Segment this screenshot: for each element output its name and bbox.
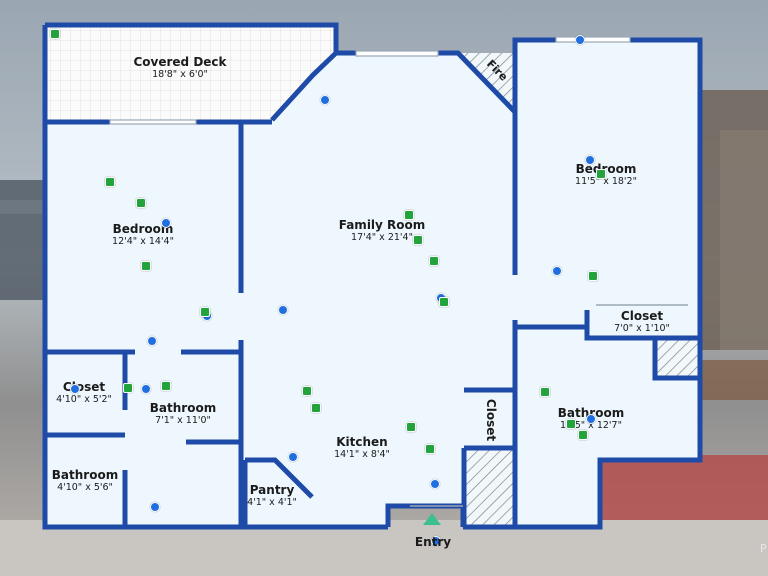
room-dims: 14'1" x 8'4": [334, 448, 390, 460]
floor-area: [45, 25, 700, 527]
room-dims: 4'10" x 5'2": [56, 393, 112, 405]
square-marker[interactable]: [578, 430, 588, 440]
circle-marker[interactable]: [150, 502, 160, 512]
square-marker[interactable]: [50, 29, 60, 39]
square-marker[interactable]: [161, 381, 171, 391]
room-label-family-room: Family Room 17'4" x 21'4": [338, 218, 426, 244]
square-marker[interactable]: [540, 387, 550, 397]
room-label-closet-center: Closet: [484, 398, 499, 442]
square-marker[interactable]: [588, 271, 598, 281]
room-label-closet-right: Closet 7'0" x 1'10": [614, 309, 670, 335]
square-marker[interactable]: [439, 297, 449, 307]
square-marker[interactable]: [596, 169, 606, 179]
room-name: Bathroom: [51, 468, 119, 482]
square-marker[interactable]: [105, 177, 115, 187]
square-marker[interactable]: [136, 198, 146, 208]
room-dims: 11'5" x 18'2": [575, 175, 637, 187]
room-label-bathroom-right: Bathroom 11'5" x 12'7": [557, 406, 625, 432]
square-marker[interactable]: [123, 383, 133, 393]
corner-text: P: [760, 542, 767, 555]
hatch-right: [655, 340, 700, 378]
circle-marker[interactable]: [70, 384, 80, 394]
circle-marker[interactable]: [431, 536, 441, 546]
room-name: Covered Deck: [133, 55, 227, 69]
square-marker[interactable]: [406, 422, 416, 432]
square-marker[interactable]: [200, 307, 210, 317]
room-name: Bedroom: [112, 222, 174, 236]
room-dims: 17'4" x 21'4": [351, 231, 413, 243]
circle-marker[interactable]: [430, 479, 440, 489]
circle-marker[interactable]: [278, 305, 288, 315]
square-marker[interactable]: [566, 419, 576, 429]
room-label-pantry: Pantry 4'1" x 4'1": [247, 483, 297, 509]
square-marker[interactable]: [141, 261, 151, 271]
circle-marker[interactable]: [288, 452, 298, 462]
circle-marker[interactable]: [141, 384, 151, 394]
room-dims: 18'8" x 6'0": [152, 68, 208, 80]
room-dims: 4'10" x 5'6": [57, 481, 113, 493]
circle-marker[interactable]: [320, 95, 330, 105]
room-dims: 11'5" x 12'7": [560, 419, 622, 431]
room-label-kitchen: Kitchen 14'1" x 8'4": [334, 435, 390, 461]
circle-marker[interactable]: [147, 336, 157, 346]
room-name: Bathroom: [149, 401, 217, 415]
circle-marker[interactable]: [161, 218, 171, 228]
entry-arrow-icon[interactable]: [423, 513, 441, 525]
square-marker[interactable]: [425, 444, 435, 454]
room-dims: 7'0" x 1'10": [614, 322, 670, 334]
room-label-bedroom-left: Bedroom 12'4" x 14'4": [112, 222, 174, 248]
hatch-center: [466, 450, 516, 527]
circle-marker[interactable]: [585, 155, 595, 165]
covered-deck-floor: [45, 25, 336, 120]
room-name: Closet: [62, 380, 106, 394]
circle-marker[interactable]: [586, 414, 596, 424]
room-label-bedroom-right: Bedroom 11'5" x 18'2": [575, 162, 637, 188]
room-dims: 12'4" x 14'4": [112, 235, 174, 247]
room-label-closet-left: Closet 4'10" x 5'2": [56, 380, 112, 406]
circle-marker[interactable]: [575, 35, 585, 45]
room-name: Pantry: [249, 483, 295, 497]
room-dims: 4'1" x 4'1": [247, 496, 297, 508]
room-name: Closet: [620, 309, 664, 323]
room-name: Bedroom: [575, 162, 637, 176]
square-marker[interactable]: [404, 210, 414, 220]
entry-label: Entry: [414, 535, 452, 549]
room-label-bathroom-mid: Bathroom 7'1" x 11'0": [149, 401, 217, 427]
room-label-bathroom-left: Bathroom 4'10" x 5'6": [51, 468, 119, 494]
circle-marker[interactable]: [552, 266, 562, 276]
room-name: Kitchen: [336, 435, 388, 449]
room-label-covered-deck: Covered Deck 18'8" x 6'0": [133, 55, 227, 81]
square-marker[interactable]: [302, 386, 312, 396]
room-name: Family Room: [338, 218, 426, 232]
room-name: Bathroom: [557, 406, 625, 420]
square-marker[interactable]: [429, 256, 439, 266]
square-marker[interactable]: [311, 403, 321, 413]
square-marker[interactable]: [413, 235, 423, 245]
room-dims: 7'1" x 11'0": [155, 414, 211, 426]
